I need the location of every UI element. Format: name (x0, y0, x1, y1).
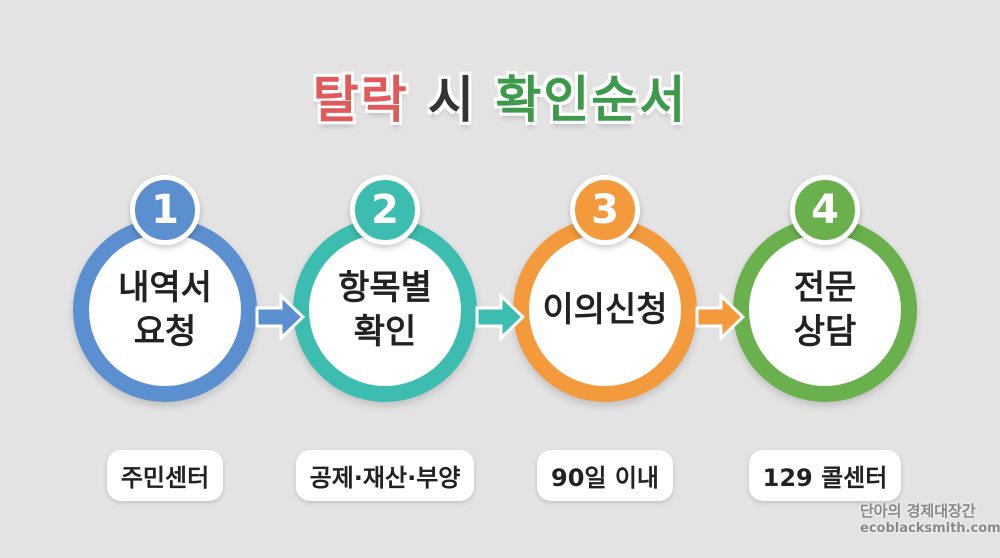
step-label: 129 콜센터 (715, 450, 935, 501)
step-label-text: 90일 이내 (537, 450, 673, 501)
title-part2: 시 (428, 71, 476, 129)
step-circle: 내역서 요청 (73, 218, 257, 402)
step-circle: 전문 상담 (733, 218, 917, 402)
step-label: 90일 이내 (495, 450, 715, 501)
arrow-icon (695, 292, 745, 342)
step-title-line2: 확인 (353, 312, 417, 352)
arrow-icon (475, 292, 525, 342)
step-circle: 항목별 확인 (293, 218, 477, 402)
watermark-line1: 단아의 경제대장간 (860, 502, 976, 520)
arrow-icon (255, 292, 305, 342)
step-title-line1: 이의신청 (542, 289, 668, 330)
title-part1: 탈락 (312, 71, 409, 129)
step-title-line1: 항목별 (338, 267, 432, 308)
step-circle: 이의신청 (513, 218, 697, 402)
step-label: 주민센터 (55, 450, 275, 501)
title-part3: 확인순서 (495, 71, 688, 129)
watermark: 단아의 경제대장간 ecoblacksmith.com (860, 500, 1000, 536)
step-title-line1: 내역서 (118, 267, 212, 308)
watermark-line2: ecoblacksmith.com (860, 521, 1000, 536)
step-title-line1: 전문 (793, 267, 857, 308)
page-title: 탈락 시 확인순서 (0, 60, 1000, 132)
step-title-line2: 상담 (793, 312, 857, 352)
step-number-badge: 1 (130, 175, 200, 245)
step-title-line2: 요청 (133, 312, 197, 352)
step-label-text: 공제·재산·부양 (295, 450, 475, 501)
step-number-badge: 4 (790, 175, 860, 245)
step-label: 공제·재산·부양 (275, 450, 495, 501)
step-number-badge: 3 (570, 175, 640, 245)
step-label-text: 주민센터 (106, 450, 224, 501)
step-number-badge: 2 (350, 175, 420, 245)
step-label-text: 129 콜센터 (748, 450, 902, 501)
